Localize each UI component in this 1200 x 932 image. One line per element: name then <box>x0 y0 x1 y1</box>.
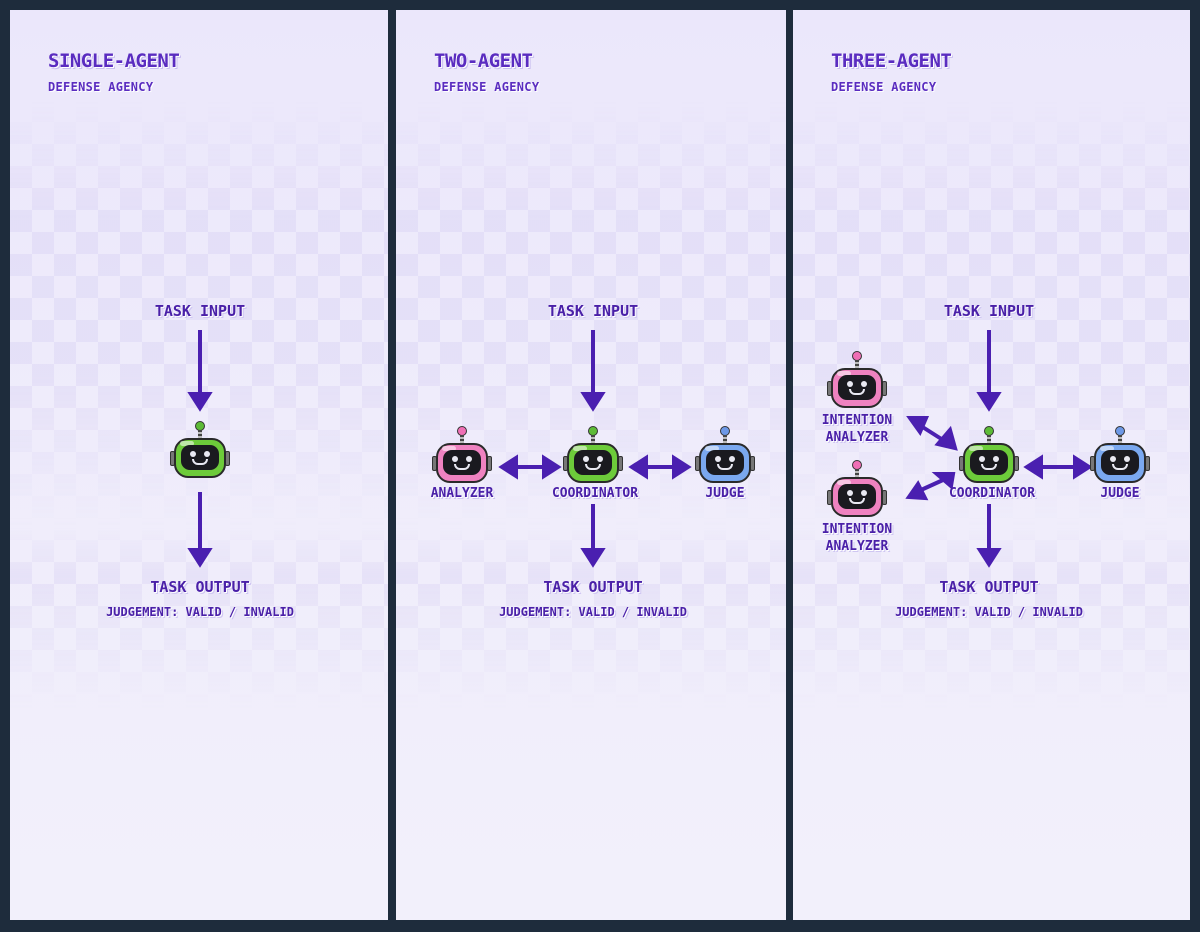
judgement-label: JUDGEMENT: VALID / INVALID <box>106 605 294 619</box>
coordinator-robot-icon <box>958 426 1020 488</box>
flow-arrows <box>498 330 692 568</box>
judge-robot-icon <box>694 426 756 488</box>
task-output-label: TASK OUTPUT <box>543 578 643 596</box>
task-output-label: TASK OUTPUT <box>939 578 1039 596</box>
arrowhead <box>498 454 518 480</box>
panel-title: THREE-AGENT <box>831 50 952 72</box>
panel-two-agent: TWO-AGENT DEFENSE AGENCY TASK INPUT <box>396 10 786 920</box>
arrowhead <box>187 392 213 412</box>
task-input-label: TASK INPUT <box>943 302 1035 320</box>
arrowhead <box>976 392 1002 412</box>
diagram-frame: SINGLE-AGENT DEFENSE AGENCY TASK INPUT T… <box>6 6 1194 926</box>
judge-robot-icon <box>1089 426 1151 488</box>
label-line: INTENTION <box>821 522 893 537</box>
panel-three-agent: THREE-AGENT DEFENSE AGENCY TASK INPUT <box>793 10 1190 920</box>
arrowhead <box>580 392 606 412</box>
judgement-label: JUDGEMENT: VALID / INVALID <box>895 605 1083 619</box>
arrowhead <box>187 548 213 568</box>
task-input-label: TASK INPUT <box>154 302 246 320</box>
arrowhead <box>1073 454 1093 480</box>
judge-label: JUDGE <box>1100 486 1140 501</box>
arrowhead <box>628 454 648 480</box>
coordinator-robot-icon <box>169 421 231 483</box>
intention-analyzer-label: INTENTION ANALYZER <box>822 412 892 446</box>
label-line: INTENTION <box>821 413 893 428</box>
arrowhead <box>934 425 958 451</box>
arrow-analyzer2-coordinator <box>920 478 944 492</box>
flow-arrows <box>187 330 213 568</box>
arrowhead <box>976 548 1002 568</box>
arrowhead <box>542 454 562 480</box>
panel-subtitle: DEFENSE AGENCY <box>48 80 154 94</box>
coordinator-label: COORDINATOR <box>551 486 639 501</box>
panel-title: TWO-AGENT <box>434 50 533 72</box>
panel-subtitle: DEFENSE AGENCY <box>434 80 540 94</box>
analyzer-label: ANALYZER <box>430 486 494 501</box>
task-output-label: TASK OUTPUT <box>150 578 250 596</box>
arrowhead <box>931 472 956 490</box>
task-input-label: TASK INPUT <box>547 302 639 320</box>
arrowhead <box>905 480 929 501</box>
arrowhead <box>672 454 692 480</box>
panel-subtitle: DEFENSE AGENCY <box>831 80 937 94</box>
coordinator-robot-icon <box>562 426 624 488</box>
flow-arrows <box>905 330 1093 568</box>
judge-label: JUDGE <box>705 486 745 501</box>
arrow-analyzer1-coordinator <box>919 424 945 442</box>
arrowhead <box>580 548 606 568</box>
arrowhead <box>1023 454 1043 480</box>
intention-analyzer-label: INTENTION ANALYZER <box>822 521 892 555</box>
intention-analyzer-robot-icon <box>826 351 888 413</box>
label-line: ANALYZER <box>825 430 889 445</box>
label-line: ANALYZER <box>825 539 889 554</box>
intention-analyzer-robot-icon <box>826 460 888 522</box>
coordinator-label: COORDINATOR <box>948 486 1036 501</box>
judgement-label: JUDGEMENT: VALID / INVALID <box>499 605 687 619</box>
analyzer-robot-icon <box>431 426 493 488</box>
panel-title: SINGLE-AGENT <box>48 50 180 72</box>
arrowhead <box>906 416 930 437</box>
panel-single-agent: SINGLE-AGENT DEFENSE AGENCY TASK INPUT T… <box>10 10 388 920</box>
